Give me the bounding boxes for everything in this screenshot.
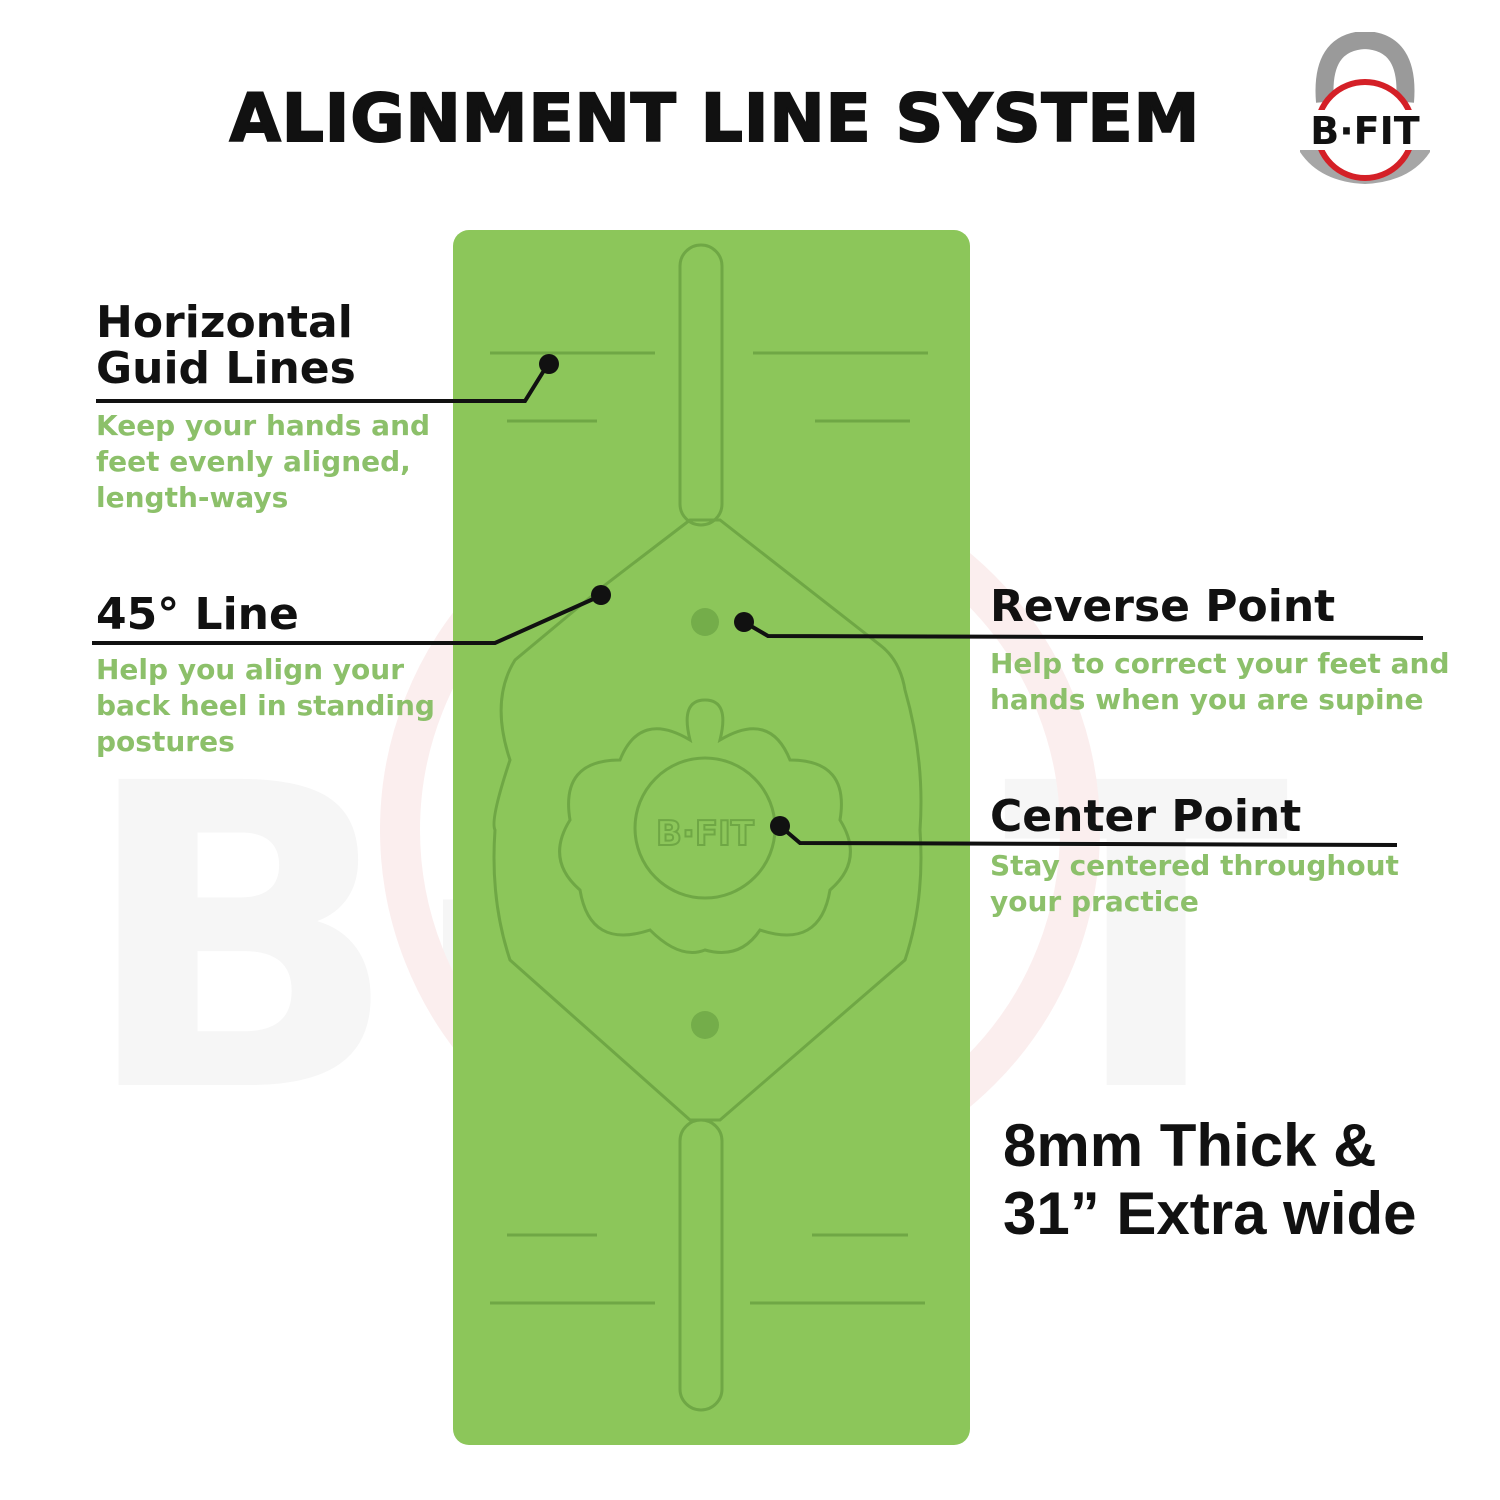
kettlebell-logo-icon: B·FIT [1294, 32, 1436, 184]
spec-thickness: 8mm Thick & [1003, 1112, 1377, 1179]
description-line: Stay centered throughout [990, 849, 1399, 882]
bfit-logo: B·FIT [1290, 32, 1440, 187]
description-line: your practice [990, 885, 1199, 918]
description-line: postures [96, 725, 235, 758]
description-line: length-ways [96, 481, 289, 514]
callout-reverse-point: Reverse Point Help to correct your feet … [990, 584, 1450, 718]
description-line: back heel in standing [96, 689, 435, 722]
callout-heading: Center Point [990, 791, 1302, 842]
description-line: Keep your hands and [96, 409, 431, 442]
callout-heading: Guid Lines [96, 343, 356, 394]
callout-center-point: Center Point Stay centered throughout yo… [990, 794, 1399, 920]
description-line: Help to correct your feet and [990, 647, 1450, 680]
description-line: hands when you are supine [990, 683, 1424, 716]
svg-text:B·FIT: B·FIT [1310, 109, 1419, 153]
description-line: feet evenly aligned, [96, 445, 411, 478]
callout-heading: Horizontal [96, 297, 353, 348]
callout-description: Keep your hands and feet evenly aligned,… [96, 408, 430, 516]
callout-45-degree-line: 45° Line Help you align your back heel i… [96, 592, 435, 760]
callout-heading: Reverse Point [990, 581, 1336, 632]
callout-horizontal-guide-lines: Horizontal Guid Lines Keep your hands an… [96, 300, 430, 516]
svg-text:B·FIT: B·FIT [656, 814, 755, 854]
spec-width: 31” Extra wide [1003, 1180, 1417, 1247]
callout-description: Help to correct your feet and hands when… [990, 646, 1450, 718]
callout-description: Help you align your back heel in standin… [96, 652, 435, 760]
callout-heading: 45° Line [96, 589, 299, 640]
callout-description: Stay centered throughout your practice [990, 848, 1399, 920]
description-line: Help you align your [96, 653, 405, 686]
page-title: ALIGNMENT LINE SYSTEM [229, 79, 1201, 158]
spec-text: 8mm Thick & 31” Extra wide [1003, 1112, 1417, 1248]
